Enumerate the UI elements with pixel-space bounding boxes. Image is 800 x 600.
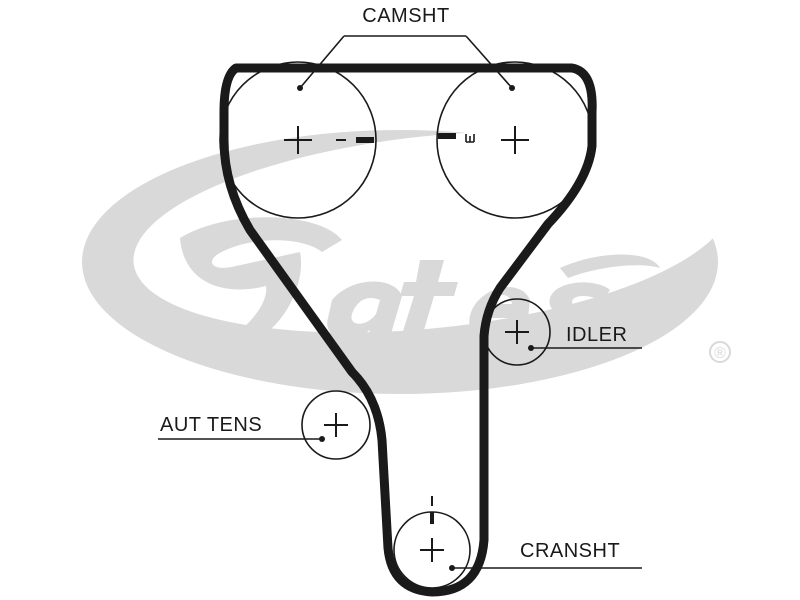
crankshaft-pulley (393, 496, 471, 589)
camshaft-leader (299, 35, 513, 89)
camshaft-leader-dot-left (297, 85, 303, 91)
auto-tensioner-label: AUT TENS (160, 414, 262, 436)
crankshaft-label: CRANSHT (520, 540, 620, 562)
gates-watermark: ® (82, 130, 731, 394)
auto-tensioner-leader-dot (319, 436, 325, 442)
camshaft-leader-dot-right (509, 85, 515, 91)
auto-tensioner-pulley (301, 390, 371, 460)
watermark-letter-g (180, 217, 342, 342)
watermark-letter-s (540, 282, 613, 352)
camshaft-pulley-left (219, 61, 377, 219)
camshaft-label: CAMSHT (362, 5, 449, 27)
registered-mark: ® (714, 345, 726, 362)
watermark-letter-t (400, 260, 458, 352)
registered-mark-circle (709, 341, 731, 363)
camshaft-pulley-right (436, 61, 594, 219)
crankshaft-leader-dot (449, 565, 455, 571)
watermark-swoosh-tail (560, 254, 660, 278)
idler-label: IDLER (566, 324, 627, 346)
timing-mark-e-symbol (465, 134, 475, 143)
idler-leader-dot (528, 345, 534, 351)
watermark-letter-a (327, 281, 402, 344)
idler-pulley (483, 298, 551, 366)
